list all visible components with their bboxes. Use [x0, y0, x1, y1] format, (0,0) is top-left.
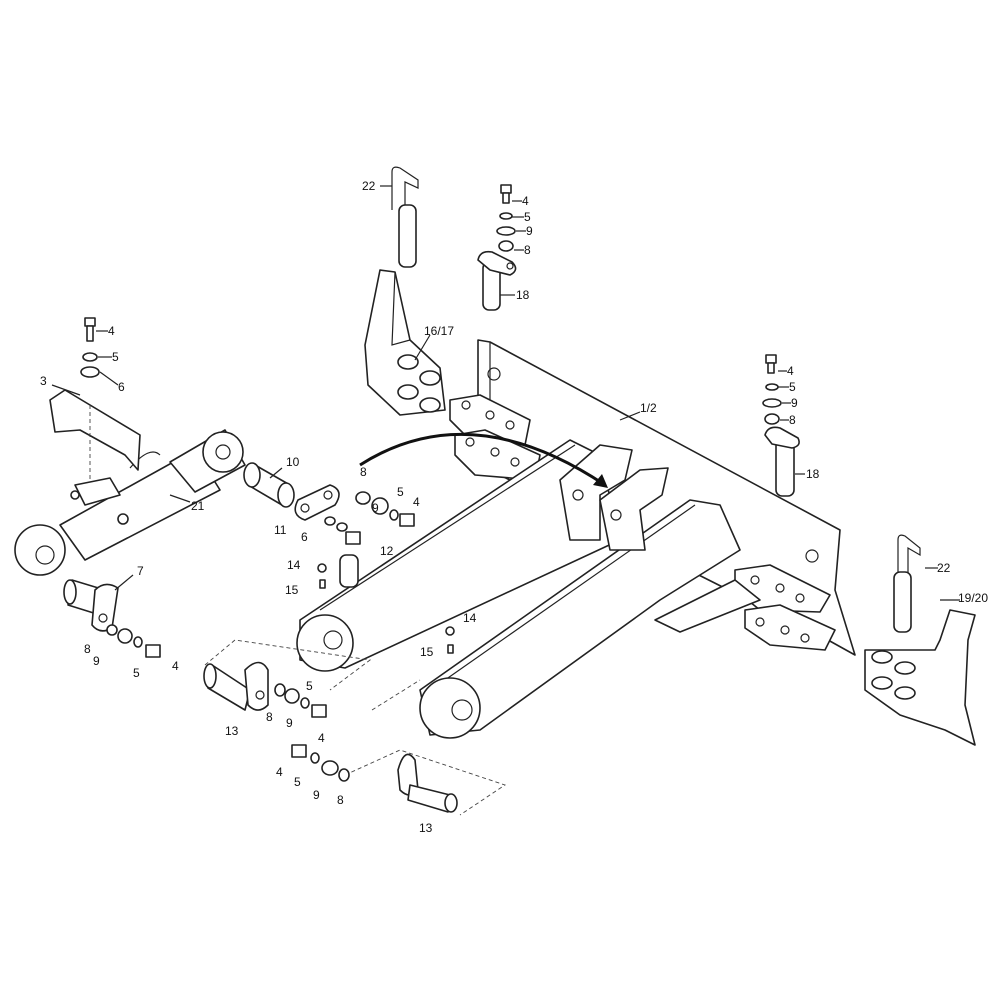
callout-15: 15	[420, 645, 434, 659]
callout-18: 18	[806, 467, 820, 481]
pin-18-right	[762, 354, 800, 497]
plate-11	[294, 484, 340, 521]
bracket-19-20	[864, 609, 976, 746]
callout-21: 21	[191, 499, 205, 513]
pin-22-right	[893, 534, 921, 633]
callout-5: 5	[789, 380, 796, 394]
callout-9: 9	[372, 501, 379, 515]
callout-4: 4	[318, 731, 325, 745]
callout-6: 6	[118, 380, 125, 394]
callout-4: 4	[172, 659, 179, 673]
callout-labels: 22 4 5 9 8 18 16/17 4 5 6 3 1/2 4 5 9 8 …	[40, 179, 988, 835]
callout-5: 5	[112, 350, 119, 364]
right-push-arm	[419, 467, 761, 739]
callout-5: 5	[306, 679, 313, 693]
callout-14: 14	[463, 611, 477, 625]
arrow-head-icon	[593, 474, 608, 488]
callout-9: 9	[791, 396, 798, 410]
callout-8: 8	[524, 243, 531, 257]
pin-13-left	[203, 639, 372, 718]
callout-4: 4	[276, 765, 283, 779]
callout-18: 18	[516, 288, 530, 302]
bracket-16-17	[364, 269, 446, 416]
callout-10: 10	[286, 455, 300, 469]
callout-6: 6	[301, 530, 308, 544]
callout-1-2: 1/2	[640, 401, 657, 415]
pin-10	[243, 462, 295, 508]
callout-14: 14	[287, 558, 301, 572]
callout-8: 8	[84, 642, 91, 656]
callout-19-20: 19/20	[958, 591, 988, 605]
assembly-arrow	[359, 432, 606, 487]
callout-22-right: 22	[937, 561, 951, 575]
callout-16-17: 16/17	[424, 324, 454, 338]
callout-5: 5	[524, 210, 531, 224]
leader-lines	[51, 185, 960, 601]
hydraulic-cylinder-21	[14, 429, 246, 576]
callout-11: 11	[274, 523, 287, 537]
callout-5: 5	[133, 666, 140, 680]
pin-22-top	[391, 166, 419, 268]
callout-9: 9	[93, 654, 100, 668]
hardware-set-center	[317, 491, 455, 654]
callout-12: 12	[380, 544, 394, 558]
callout-22-top: 22	[362, 179, 376, 193]
callout-8: 8	[789, 413, 796, 427]
callout-9: 9	[286, 716, 293, 730]
callout-4: 4	[522, 194, 529, 208]
main-frame-part	[449, 339, 856, 656]
callout-4: 4	[413, 495, 420, 509]
callout-8: 8	[337, 793, 344, 807]
callout-15: 15	[285, 583, 299, 597]
callout-8: 8	[266, 710, 273, 724]
callout-7: 7	[137, 564, 144, 578]
pin-7	[63, 579, 161, 658]
pin-13-bottom	[291, 679, 507, 816]
pin-18-top	[477, 184, 517, 311]
callout-9: 9	[526, 224, 533, 238]
cover-plate-3	[49, 317, 141, 480]
callout-4: 4	[108, 324, 115, 338]
callout-8: 8	[360, 465, 367, 479]
callout-5: 5	[397, 485, 404, 499]
callout-3: 3	[40, 374, 47, 388]
callout-5: 5	[294, 775, 301, 789]
callout-4: 4	[787, 364, 794, 378]
callout-13: 13	[225, 724, 239, 738]
callout-9: 9	[313, 788, 320, 802]
callout-13: 13	[419, 821, 433, 835]
